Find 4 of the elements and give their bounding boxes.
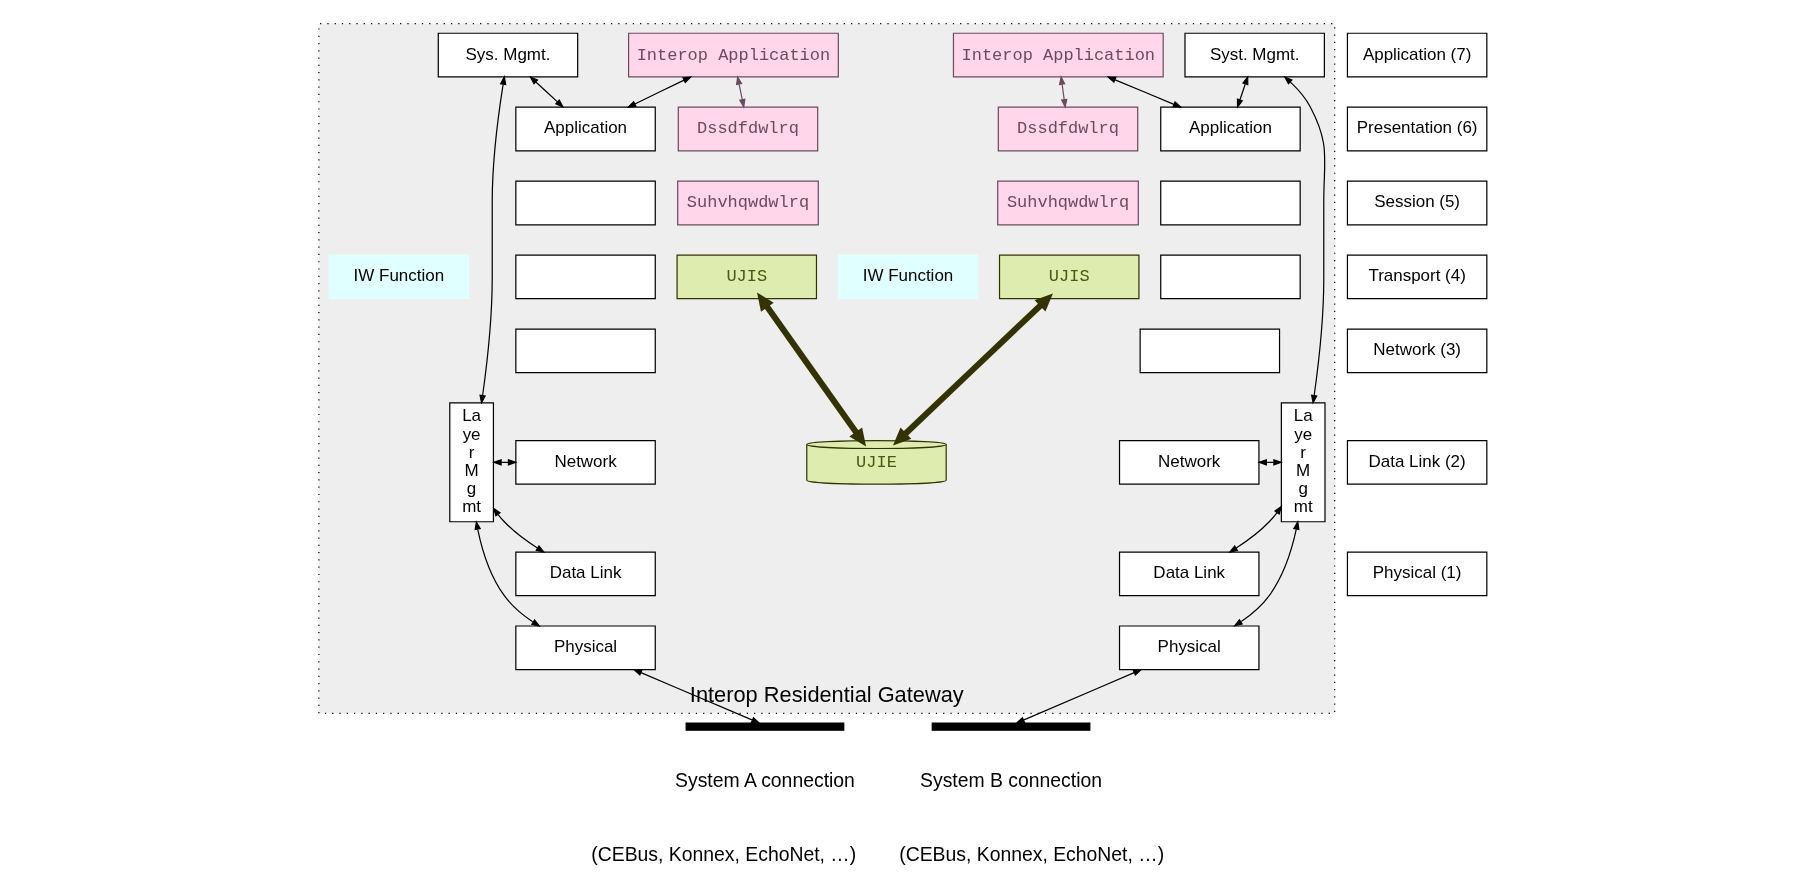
- label: (CEBus, Konnex, EchoNet, …): [590, 842, 856, 865]
- label: System B connection: [919, 768, 1102, 791]
- label: (CEBus, Konnex, EchoNet, …): [898, 842, 1164, 865]
- label: System A connection: [674, 768, 855, 791]
